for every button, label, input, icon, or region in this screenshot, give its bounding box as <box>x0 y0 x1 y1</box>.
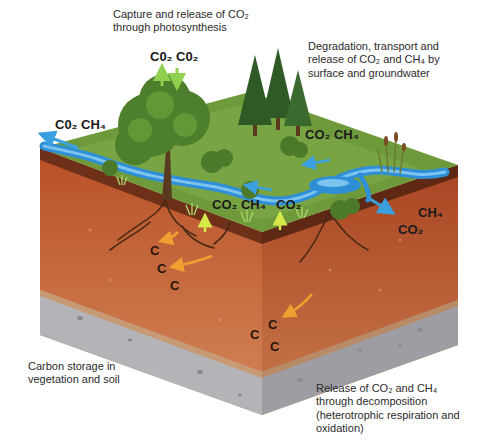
gas-label: CO₂ CH₄ <box>212 198 266 212</box>
caption-text: Release of CO₂ and CH₄ through decomposi… <box>316 382 476 436</box>
carbon-mark: C <box>150 244 159 258</box>
gas-label: CH₄ <box>418 206 443 220</box>
gas-label: CO₂ CH₄ <box>305 128 359 142</box>
carbon-mark: C <box>157 262 166 276</box>
carbon-mark: C <box>268 318 277 332</box>
caption-text: Carbon storage in vegetation and soil <box>28 360 140 387</box>
gas-label: CO₂ <box>398 223 423 237</box>
carbon-mark: C <box>170 279 179 293</box>
caption-text: Capture and release of CO₂ through photo… <box>113 8 273 35</box>
caption-text: Degradation, transport and release of CO… <box>308 40 468 80</box>
gas-label: CO₂ <box>276 198 301 212</box>
carbon-mark: C <box>250 328 259 342</box>
carbon-mark: C <box>270 340 279 354</box>
gas-label: C0₂ C0₂ <box>150 50 198 64</box>
gas-label: C0₂ CH₄ <box>55 118 106 132</box>
